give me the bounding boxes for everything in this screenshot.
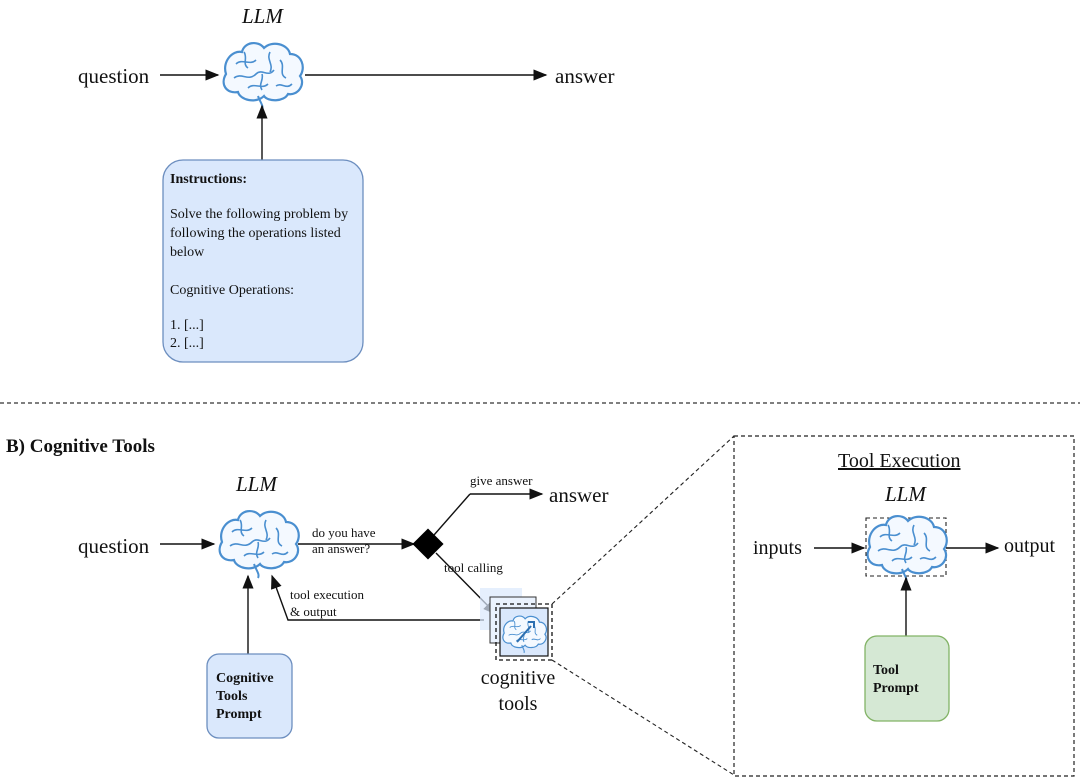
top-question-label: question bbox=[78, 64, 150, 88]
cognitive-tools-label: cognitive tools bbox=[470, 665, 566, 717]
inputs-label: inputs bbox=[753, 537, 802, 559]
instructions-item2: 2. [...] bbox=[170, 336, 204, 351]
zoom-line-bottom bbox=[551, 659, 735, 776]
tool-execution-label-line2: & output bbox=[290, 604, 337, 619]
tool-calling-label: tool calling bbox=[444, 560, 503, 575]
bottom-answer-label: answer bbox=[549, 483, 609, 507]
give-answer-branch bbox=[433, 493, 471, 536]
tool-prompt-line-1: Tool bbox=[873, 663, 899, 678]
panel-llm-brain-icon bbox=[866, 514, 948, 585]
instructions-line4: Cognitive Operations: bbox=[170, 283, 295, 298]
panel-llm-label: LLM bbox=[885, 482, 926, 506]
top-llm-brain-icon bbox=[222, 41, 304, 112]
top-answer-label: answer bbox=[555, 64, 615, 88]
bottom-llm-brain-icon bbox=[218, 509, 300, 580]
cognitive-tools-line-2: tools bbox=[498, 693, 538, 715]
instructions-line1: Solve the following problem by bbox=[170, 207, 349, 222]
cognitive-tools-line-1: cognitive bbox=[480, 667, 556, 689]
output-label: output bbox=[1004, 535, 1056, 557]
cognitive-tools-prompt-text: Cognitive Tools Prompt bbox=[216, 670, 274, 724]
bottom-question-label: question bbox=[78, 534, 150, 558]
instructions-line3: below bbox=[170, 245, 205, 260]
tool-prompt-box bbox=[864, 635, 950, 722]
tool-card-selection bbox=[495, 603, 553, 661]
tool-output-arrow bbox=[271, 574, 484, 621]
instructions-line2: following the operations listed bbox=[170, 226, 341, 241]
zoom-line-top bbox=[551, 435, 735, 605]
section-title: B) Cognitive Tools bbox=[6, 436, 155, 457]
instructions-heading: Instructions: bbox=[170, 172, 248, 187]
prompt-line-3: Prompt bbox=[216, 707, 262, 722]
tool-execution-title: Tool Execution bbox=[838, 450, 961, 472]
tool-prompt-text: Tool Prompt bbox=[873, 662, 919, 698]
prompt-line-2: Tools bbox=[216, 689, 248, 704]
instructions-box bbox=[162, 159, 364, 363]
decision-question-line1: do you have bbox=[312, 525, 376, 540]
instructions-item1: 1. [...] bbox=[170, 318, 204, 333]
wrench-icon bbox=[516, 621, 535, 643]
tool-execution-label-line1: tool execution bbox=[290, 587, 365, 602]
bottom-llm-label: LLM bbox=[236, 472, 277, 496]
decision-diamond bbox=[412, 528, 444, 560]
tool-execution-panel bbox=[733, 435, 1075, 777]
tool-prompt-line-2: Prompt bbox=[873, 681, 919, 696]
give-answer-label: give answer bbox=[470, 473, 533, 488]
top-llm-label: LLM bbox=[242, 4, 283, 28]
decision-question-line2: an answer? bbox=[312, 541, 371, 556]
prompt-line-1: Cognitive bbox=[216, 671, 274, 686]
cognitive-tools-prompt-box bbox=[206, 653, 293, 739]
